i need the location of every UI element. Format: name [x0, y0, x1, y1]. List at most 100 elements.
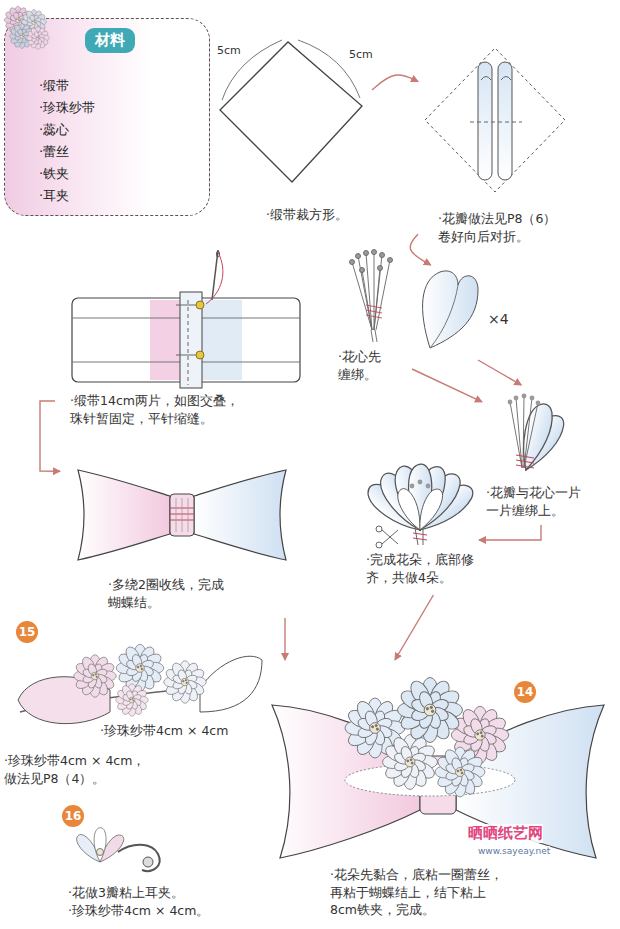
stamen-bundle — [380, 253, 385, 258]
materials-thumbnail — [4, 6, 49, 49]
dimension-label: 5cm — [216, 44, 242, 57]
item-hair-clip: ·珍珠纱带4cm × 4cm·珍珠纱带4cm × 4cm， 做法见P8（4）。1… — [2, 620, 266, 800]
pinned-ribbon — [150, 300, 180, 380]
text-holder: www.sayeay.net — [478, 846, 550, 857]
material-item: ·耳夹 — [39, 187, 179, 205]
ribbon-bow — [194, 470, 286, 560]
stamen-bundle — [371, 330, 377, 342]
square-ribbon — [220, 42, 362, 182]
quantity-label: ×4 — [488, 310, 516, 328]
materials-box: 材料 ·缎带 ·珍珠纱带 ·蕊心 ·蕾丝 ·铁夹 ·耳夹 — [4, 18, 210, 216]
text-holder: ·花瓣与花心一片 一片缠绑上。 — [486, 484, 598, 519]
text-holder: ·珍珠纱带4cm × 4cm。 — [68, 902, 218, 920]
step-petals: ×4 — [415, 265, 520, 360]
earring-16 — [94, 828, 106, 862]
stamen-bundle — [350, 260, 355, 265]
item-caption: ·花朵先黏合，底粘一圈蕾丝， 再粘于蝴蝶结上，结下粘上 8cm铁夹，完成。 — [330, 866, 515, 919]
watermark-url: www.sayeay.net — [478, 846, 550, 857]
step-caption: ·花瓣做法见P8（6） 卷好向后对折。 — [438, 210, 573, 245]
text-holder: ·铁夹 — [39, 165, 179, 183]
text-holder: 5cm — [216, 44, 242, 57]
material-item: ·铁夹 — [39, 165, 179, 183]
item-caption: ·花做3瓣粘上耳夹。 — [68, 884, 218, 902]
text-holder: ·珍珠纱带 — [39, 99, 179, 117]
petal-and-stamen — [516, 455, 534, 468]
stamen-bundle — [360, 268, 365, 273]
hair-clip-15 — [200, 656, 262, 712]
text-holder: ·花心先 缠绑。 — [338, 348, 396, 383]
finished-flower — [426, 484, 431, 489]
ribbon-bow — [78, 470, 286, 560]
earring-16 — [97, 849, 104, 856]
petal-shape — [423, 271, 478, 348]
step-stamen: ·花心先 缠绑。 — [330, 250, 412, 390]
materials-heading: 材料 — [85, 28, 135, 53]
item-bow-clip: ·花朵先黏合，底粘一圈蕾丝， 再粘于蝴蝶结上，结下粘上 8cm铁夹，完成。14 — [268, 660, 613, 922]
text-holder: 晒晒纸艺网 — [468, 824, 543, 843]
pinned-ribbon — [206, 252, 223, 304]
finished-flower — [415, 528, 423, 545]
finished-flower — [382, 530, 398, 544]
material-item: ·缎带 — [39, 77, 179, 95]
material-item: ·蕊心 — [39, 121, 179, 139]
pinned-ribbon — [202, 300, 242, 380]
flow-arrow — [284, 618, 285, 660]
callout-circle: 16 — [62, 805, 84, 827]
step-caption: ·多绕2圈收线，完成 蝴蝶结。 — [108, 576, 248, 611]
item-earring: ·花做3瓣粘上耳夹。·珍珠纱带4cm × 4cm。 16 — [55, 802, 265, 926]
petal-shape — [423, 271, 478, 348]
hair-clip-15 — [116, 684, 149, 717]
finished-flower — [376, 526, 382, 532]
text-holder: 16 — [62, 805, 84, 827]
folded-petal — [501, 77, 511, 81]
material-item: ·蕾丝 — [39, 143, 179, 161]
flow-arrow — [40, 401, 60, 471]
finished-flower — [413, 486, 446, 533]
earring-16 — [118, 845, 160, 871]
flow-arrow — [478, 360, 521, 385]
text-holder: ·缎带14cm两片，如图交叠， 珠针暂固定，平针缩缝。 — [70, 392, 250, 427]
text-holder: 5cm — [348, 48, 374, 61]
step-wrap-petals: ·花瓣与花心一片 一片缠绑上。 — [482, 385, 613, 525]
petal-and-stamen — [522, 394, 527, 399]
flow-arrow — [479, 525, 541, 540]
callout-number: 15 — [16, 621, 38, 643]
ribbon-bow — [78, 470, 170, 560]
item-caption: ·珍珠纱带4cm × 4cm。 — [68, 902, 218, 920]
stamen-bundle — [378, 266, 383, 271]
text-holder: ·多绕2圈收线，完成 蝴蝶结。 — [108, 576, 248, 611]
step-caption: ·缎带裁方形。 — [266, 206, 366, 224]
item-caption: ·珍珠纱带4cm × 4cm — [100, 722, 260, 740]
text-holder: ·缎带裁方形。 — [266, 206, 366, 224]
hair-clip-15 — [164, 661, 207, 704]
watermark: 晒晒纸艺网 — [468, 824, 543, 843]
dimension-label: 5cm — [348, 48, 374, 61]
hair-clip-15 — [18, 644, 262, 723]
text-holder: ·花朵先黏合，底粘一圈蕾丝， 再粘于蝴蝶结上，结下粘上 8cm铁夹，完成。 — [330, 866, 515, 919]
step-petal-fold: ·花瓣做法见P8（6） 卷好向后对折。 — [418, 38, 613, 256]
folded-petal — [425, 48, 565, 192]
earring-16 — [143, 857, 153, 867]
finished-flower — [362, 463, 478, 548]
text-holder: ·蕾丝 — [39, 143, 179, 161]
folded-petal — [481, 77, 491, 81]
stamen-bundle — [372, 250, 377, 255]
folded-petal — [478, 62, 492, 180]
step-caption: ·花瓣与花心一片 一片缠绑上。 — [486, 484, 598, 519]
callout-number: 16 — [62, 805, 84, 827]
stamen-bundle — [364, 251, 369, 256]
stamen-bundle — [366, 305, 382, 318]
step-bow: ·多绕2圈收线，完成 蝴蝶结。 — [60, 455, 300, 618]
material-item: ·珍珠纱带 — [39, 99, 179, 117]
hair-clip-15 — [74, 655, 117, 698]
text-holder: ×4 — [488, 310, 516, 328]
finished-flower — [413, 533, 427, 540]
flow-arrow — [395, 595, 433, 660]
flow-arrow — [412, 369, 482, 402]
stamen-bundle — [350, 250, 393, 343]
petal-shape — [430, 285, 458, 348]
finished-flower — [410, 484, 415, 489]
pinned-ribbon — [196, 301, 204, 309]
